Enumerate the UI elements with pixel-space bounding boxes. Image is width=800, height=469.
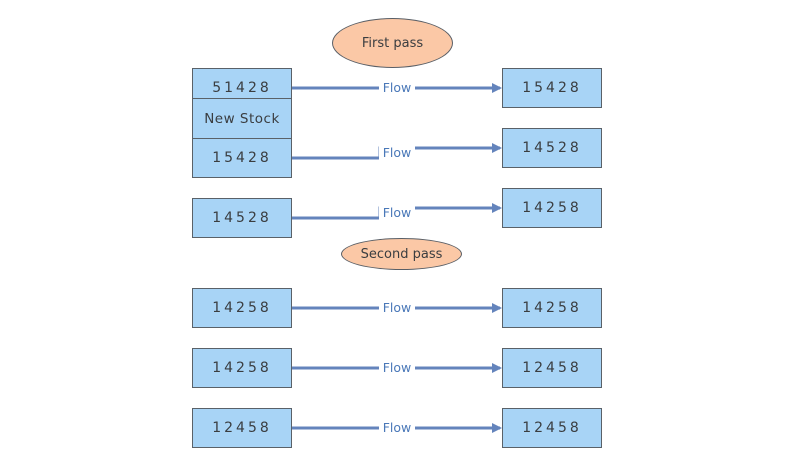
input-box-5: 14258 <box>192 348 292 388</box>
input-box-6: 12458 <box>192 408 292 448</box>
flow-label-1: Flow <box>379 81 415 95</box>
output-box-6: 12458 <box>502 408 602 448</box>
flow-label-2: Flow <box>379 146 415 160</box>
flow-label-4: Flow <box>379 301 415 315</box>
output-box-1: 15428 <box>502 68 602 108</box>
flow-label-5: Flow <box>379 361 415 375</box>
input-box-3: 14528 <box>192 198 292 238</box>
flow-label-3: Flow <box>379 206 415 220</box>
input-box-new-stock: New Stock <box>192 98 292 139</box>
input-box-1: 51428 <box>192 68 292 99</box>
second-pass-label: Second pass <box>341 238 462 270</box>
first-pass-label: First pass <box>332 18 453 68</box>
input-box-4: 14258 <box>192 288 292 328</box>
output-box-2: 14528 <box>502 128 602 168</box>
input-box-2: 15428 <box>192 138 292 178</box>
flow-label-6: Flow <box>379 421 415 435</box>
output-box-4: 14258 <box>502 288 602 328</box>
output-box-3: 14258 <box>502 188 602 228</box>
output-box-5: 12458 <box>502 348 602 388</box>
